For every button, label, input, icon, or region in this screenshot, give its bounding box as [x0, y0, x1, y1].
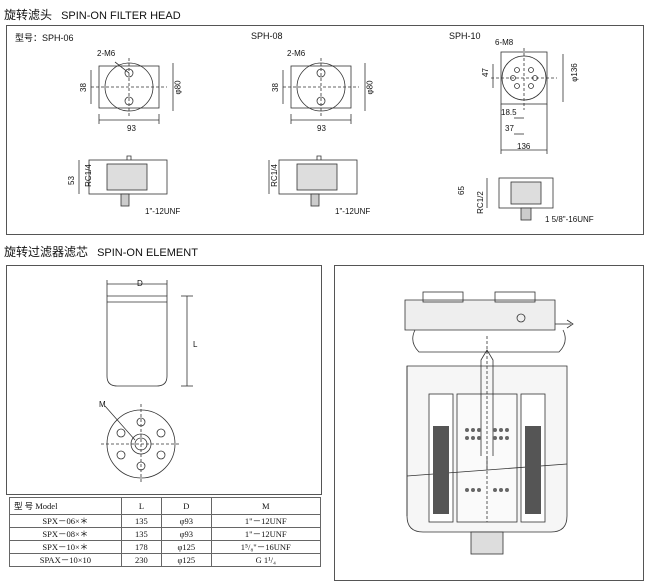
element-dim-d-label: D: [137, 279, 143, 288]
model-label-sph06: 型号：SPH-06: [15, 33, 74, 43]
filter-cross-section-drawing: [404, 291, 574, 555]
table-row: SPAX－10×10 230 φ125 G 1¹/₄: [9, 553, 322, 567]
sph10-top-view: [491, 48, 564, 154]
sph10-dia-label: φ136: [569, 63, 579, 82]
sph06-port-label: RC1/4: [83, 164, 93, 187]
spec-cell-l: 135: [120, 527, 163, 541]
table-row: SPX－10×＊ 178 φ125 1⁵/₈"－16UNF: [9, 540, 322, 554]
spec-cell-l: 135: [120, 514, 163, 528]
spec-cell-m: G 1¹/₄: [210, 553, 322, 567]
spec-cell-l: 178: [120, 540, 163, 554]
sph08-port-label: RC1/4: [269, 164, 279, 187]
spec-cell-d: φ93: [161, 527, 212, 541]
sph10-side-view: [486, 177, 554, 221]
sph08-width-label: 93: [317, 124, 326, 133]
spec-cell-m: 1"－12UNF: [210, 514, 322, 528]
spec-cell-d: φ125: [161, 540, 212, 554]
spec-header-l: L: [120, 497, 163, 515]
table-row: SPX－08×＊ 135 φ93 1"－12UNF: [9, 527, 322, 541]
sph06-dia-label: φ80: [173, 80, 183, 95]
sph06-height2-label: 53: [66, 176, 76, 185]
element-heading-cn: 旋转过滤器滤芯: [4, 245, 89, 259]
sph06-height-label: 38: [78, 83, 88, 92]
model-label-sph08: SPH-08: [251, 31, 283, 41]
sph08-height-label: 38: [270, 83, 280, 92]
spec-table-header-row: 型 号 Model L D M: [9, 497, 322, 515]
spec-cell-model: SPAX－10×10: [9, 553, 122, 567]
model-label-sph10: SPH-10: [449, 31, 481, 41]
sph06-width-label: 93: [127, 124, 136, 133]
sph06-thread-label: 1"-12UNF: [145, 207, 181, 216]
spec-cell-m: 1"－12UNF: [210, 527, 322, 541]
spec-cell-l: 230: [120, 553, 163, 567]
filter-head-panel: 型号：SPH-06 SPH-08 SPH-10 2-M6 38 φ80 93 5…: [6, 25, 644, 235]
sph10-thread-label: 1 5/8"-16UNF: [545, 215, 594, 224]
spec-cell-m: 1⁵/₈"－16UNF: [210, 540, 322, 554]
element-dim-l-label: L: [193, 340, 198, 349]
spec-header-d: D: [161, 497, 212, 515]
spec-cell-model: SPX－06×＊: [9, 514, 122, 528]
sph08-dia-label: φ80: [365, 80, 375, 95]
element-panel: D L M: [6, 265, 322, 495]
sph08-side-view: [268, 155, 358, 207]
sph10-d2-label: 37: [505, 124, 514, 133]
spec-header-m: M: [210, 497, 322, 515]
sph08-holes-label: 2-M6: [287, 49, 306, 58]
filter-head-heading-cn: 旋转滤头: [4, 8, 53, 22]
element-bottom-view: [101, 404, 181, 484]
sph10-width-label: 136: [517, 142, 531, 151]
spec-table: 型 号 Model L D M SPX－06×＊ 135 φ93 1"－12UN…: [9, 497, 322, 567]
table-row: SPX－06×＊ 135 φ93 1"－12UNF: [9, 514, 322, 528]
spec-cell-model: SPX－08×＊: [9, 527, 122, 541]
element-heading-en: SPIN-ON ELEMENT: [97, 247, 198, 259]
sph06-holes-label: 2-M6: [97, 49, 116, 58]
cross-section-panel: [334, 265, 644, 581]
sph06-top-view: [90, 58, 174, 124]
sph06-side-view: [78, 155, 168, 207]
spec-cell-d: φ93: [161, 514, 212, 528]
element-dim-m-label: M: [99, 400, 106, 409]
spec-cell-d: φ125: [161, 553, 212, 567]
element-heading: 旋转过滤器滤芯 SPIN-ON ELEMENT: [4, 243, 198, 260]
element-side-view: [106, 280, 193, 387]
sph10-holes-label: 6-M8: [495, 38, 514, 47]
sph10-port-label: RC1/2: [475, 191, 485, 214]
sph10-d1-label: 18.5: [501, 108, 517, 117]
filter-head-heading: 旋转滤头 SPIN-ON FILTER HEAD: [4, 6, 181, 23]
filter-head-heading-en: SPIN-ON FILTER HEAD: [61, 10, 181, 22]
spec-header-model: 型 号 Model: [9, 497, 122, 515]
sph10-height-label: 47: [480, 68, 490, 77]
sph10-height2-label: 65: [456, 186, 466, 195]
sph08-thread-label: 1"-12UNF: [335, 207, 371, 216]
sph08-top-view: [282, 58, 366, 124]
spec-cell-model: SPX－10×＊: [9, 540, 122, 554]
